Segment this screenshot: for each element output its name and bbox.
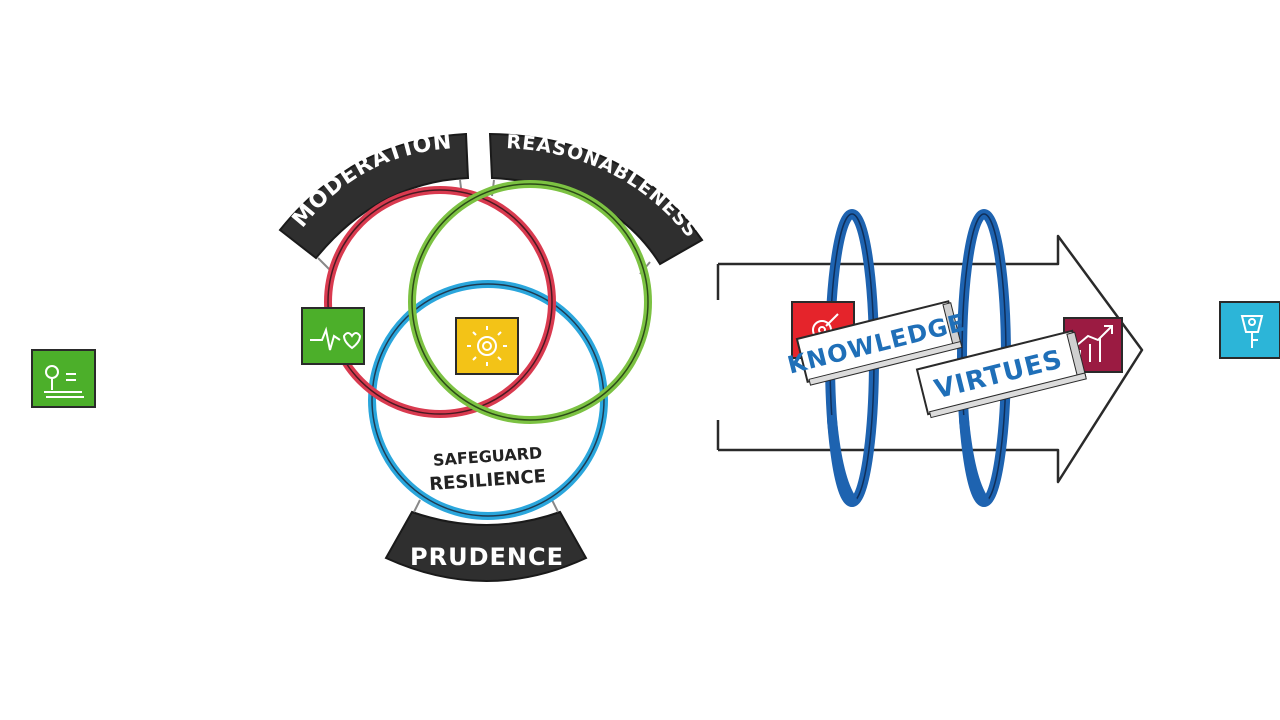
tree-landscape-icon <box>44 365 84 398</box>
sun-icon <box>467 326 507 366</box>
health-tile <box>301 307 365 365</box>
resilience-label: RESILIENCE <box>429 466 547 495</box>
center-tile <box>455 317 519 375</box>
moderation-banner: MODERATION <box>278 129 470 271</box>
red-ring <box>324 186 556 418</box>
left-tile <box>31 349 96 408</box>
blue-ring <box>368 280 608 520</box>
arrow-rings-front <box>827 415 989 505</box>
key-icon <box>1240 315 1264 348</box>
green-ring <box>408 180 652 424</box>
prudence-label: PRUDENCE <box>410 543 564 571</box>
forward-arrow <box>716 234 1144 484</box>
safeguard-label: SAFEGUARD <box>432 443 542 470</box>
right-tile <box>1219 301 1280 359</box>
venn-rings <box>324 180 652 520</box>
prudence-banner: PRUDENCE <box>384 499 588 582</box>
heartbeat-heart-icon <box>310 326 362 351</box>
